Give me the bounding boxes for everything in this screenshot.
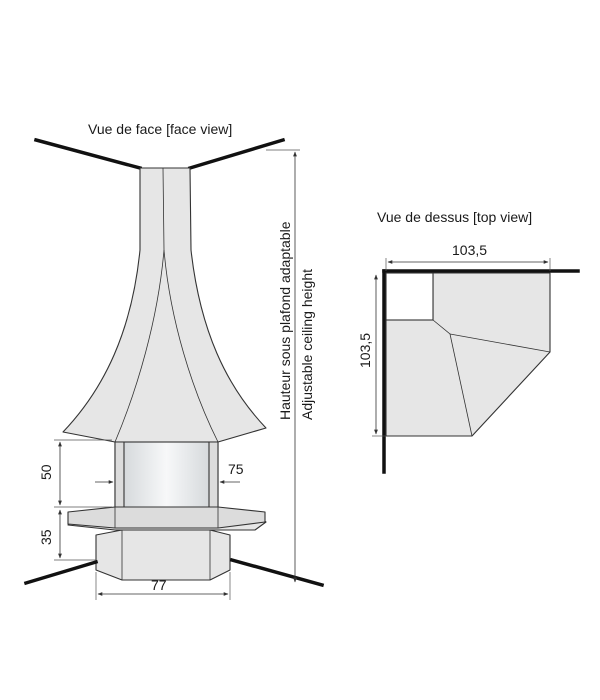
height-label-en: Adjustable ceiling height <box>299 269 315 420</box>
dim-opening-height: 50 <box>38 464 54 480</box>
firebox-glass <box>114 441 219 516</box>
dim-base-width: 77 <box>151 577 167 593</box>
floor-line-left <box>23 559 99 586</box>
dim-top-width: 103,5 <box>452 242 487 258</box>
ceiling-line-right <box>187 137 286 171</box>
top-view-title: Vue de dessus [top view] <box>377 209 532 225</box>
floor-line-right <box>229 557 325 588</box>
dim-base-height: 35 <box>38 529 54 545</box>
top-view: Vue de dessus [top view] 103,5 103,5 <box>357 209 580 474</box>
front-view-title: Vue de face [face view] <box>88 121 232 137</box>
height-label-fr: Hauteur sous plafond adaptable <box>277 221 293 420</box>
hood-seam-left <box>114 249 165 443</box>
chimney-hood <box>62 167 267 443</box>
firebox-post-right <box>208 441 219 516</box>
front-view: Vue de face [face view] Hauteur sous pla… <box>23 121 325 600</box>
dim-opening-width: 75 <box>228 461 244 477</box>
top-view-flue <box>385 272 434 321</box>
hearth-plate <box>67 506 266 529</box>
dim-top-depth: 103,5 <box>357 333 373 368</box>
firebox-post-left <box>114 441 125 516</box>
hood-seam-right <box>162 167 219 443</box>
ceiling-line-left <box>33 137 143 171</box>
fireplace-base <box>95 529 231 581</box>
